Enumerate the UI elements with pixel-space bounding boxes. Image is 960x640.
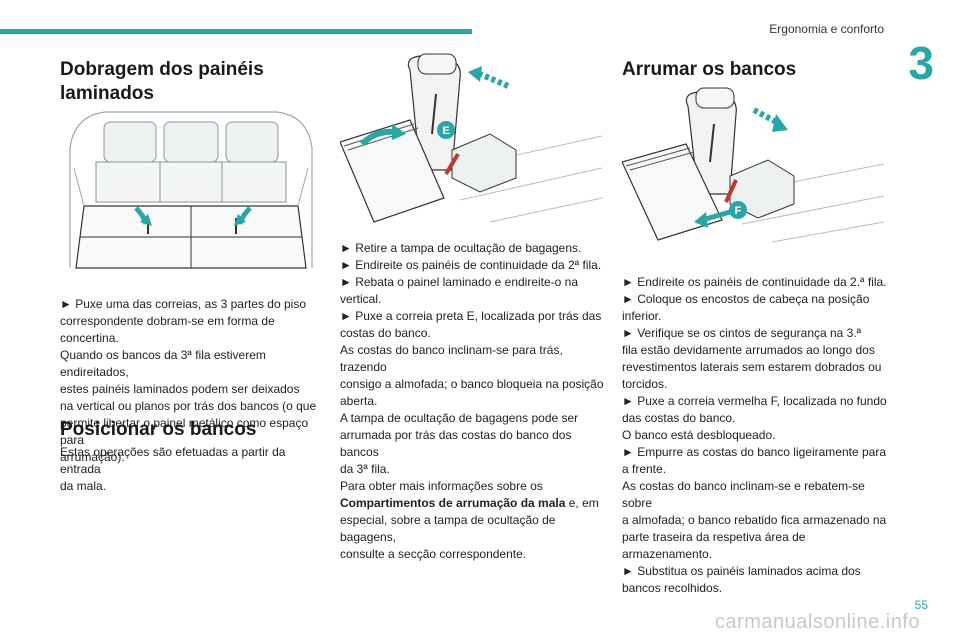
- text-line: estes painéis laminados podem ser deixad…: [60, 382, 300, 396]
- text-line: da 3ª fila.: [340, 462, 390, 476]
- text-line: vertical.: [340, 292, 382, 306]
- text-line: ► Endireite os painéis de continuidade d…: [622, 275, 887, 289]
- text-line: As costas do banco inclinam-se e rebatem…: [622, 479, 865, 510]
- text-line: a almofada; o banco rebatido fica armaze…: [622, 513, 887, 527]
- heading-position-seats: Posicionar os bancos: [60, 419, 257, 440]
- text-line: ► Puxe a correia vermelha F, localizada …: [622, 394, 887, 408]
- text-line: fila estão devidamente arrumados ao long…: [622, 343, 875, 357]
- text-line: inferior.: [622, 309, 662, 323]
- label-e: E: [442, 125, 449, 137]
- page-number: 55: [914, 598, 928, 612]
- text-line: bancos recolhidos.: [622, 581, 723, 595]
- stow-instructions: ► Endireite os painéis de continuidade d…: [622, 274, 888, 597]
- text-line: As costas do banco inclinam-se para trás…: [340, 343, 563, 374]
- text-line: aberta.: [340, 394, 378, 408]
- text-line: Para obter mais informações sobre os: [340, 479, 543, 493]
- text-line: ► Coloque os encostos de cabeça na posiç…: [622, 292, 870, 306]
- folding-instructions: ► Puxe uma das correias, as 3 partes do …: [60, 296, 328, 466]
- text-line: correspondente dobram-se em forma de con…: [60, 314, 275, 345]
- text-line: ► Puxe uma das correias, as 3 partes do …: [60, 297, 306, 311]
- text-line: permite libertar o painel metálico como …: [60, 416, 309, 447]
- text-line: da mala.: [60, 479, 107, 493]
- chapter-number: 3: [908, 37, 934, 89]
- text-line: Estas operações são efetuadas a partir d…: [60, 445, 286, 476]
- text-line: ► Puxe a correia preta E, localizada por…: [340, 309, 602, 323]
- seat-unfold-illustration: E: [340, 53, 602, 223]
- position-intro: Estas operações são efetuadas a partir d…: [60, 444, 322, 495]
- text-line: costas do banco.: [340, 326, 431, 340]
- text-line: O banco está desbloqueado.: [622, 428, 776, 442]
- text-line: arrumada por trás das costas do banco do…: [340, 428, 572, 459]
- text-line: ► Substitua os painéis laminados acima d…: [622, 564, 861, 578]
- text-line: ► Endireite os painéis de continuidade d…: [340, 258, 602, 272]
- unfold-instructions: ► Retire a tampa de ocultação de bagagen…: [340, 240, 606, 563]
- heading-store-seats: Arrumar os bancos: [622, 59, 797, 80]
- text-line: A tampa de ocultação de bagagens pode se…: [340, 411, 579, 425]
- text-line: consigo a almofada; o banco bloqueia na …: [340, 377, 604, 391]
- text-line: ► Rebata o painel laminado e endireite-o…: [340, 275, 579, 289]
- text-line: especial, sobre a tampa de ocultação de …: [340, 513, 556, 544]
- bold-reference-tail: e, em: [565, 496, 599, 510]
- text-line: ► Retire a tampa de ocultação de bagagen…: [340, 241, 582, 255]
- text-line: revestimentos laterais sem estarem dobra…: [622, 360, 882, 374]
- header-accent-bar: [0, 29, 472, 34]
- label-f: F: [735, 205, 742, 217]
- trunk-floor-illustration: [60, 108, 322, 273]
- heading-folding-panels: Dobragem dos painéis laminados: [60, 59, 264, 104]
- seat-stow-illustration: F: [622, 87, 884, 243]
- text-line: ► Verifique se os cintos de segurança na…: [622, 326, 862, 340]
- text-line: Quando os bancos da 3ª fila estiverem en…: [60, 348, 266, 379]
- text-line: arrumação).: [60, 450, 125, 464]
- watermark: carmanualsonline.info: [714, 611, 920, 633]
- bold-reference: Compartimentos de arrumação da mala: [340, 496, 566, 510]
- text-line: parte traseira da respetiva área de arma…: [622, 530, 806, 561]
- section-title: Ergonomia e conforto: [769, 22, 884, 36]
- text-line: a frente.: [622, 462, 667, 476]
- text-line: das costas do banco.: [622, 411, 736, 425]
- text-line: consulte a secção correspondente.: [340, 547, 527, 561]
- text-line: Compartimentos de arrumação da mala e, e…: [340, 495, 606, 512]
- text-line: na vertical ou planos por trás dos banco…: [60, 399, 317, 413]
- text-line: ► Empurre as costas do banco ligeirament…: [622, 445, 887, 459]
- text-line: torcidos.: [622, 377, 668, 391]
